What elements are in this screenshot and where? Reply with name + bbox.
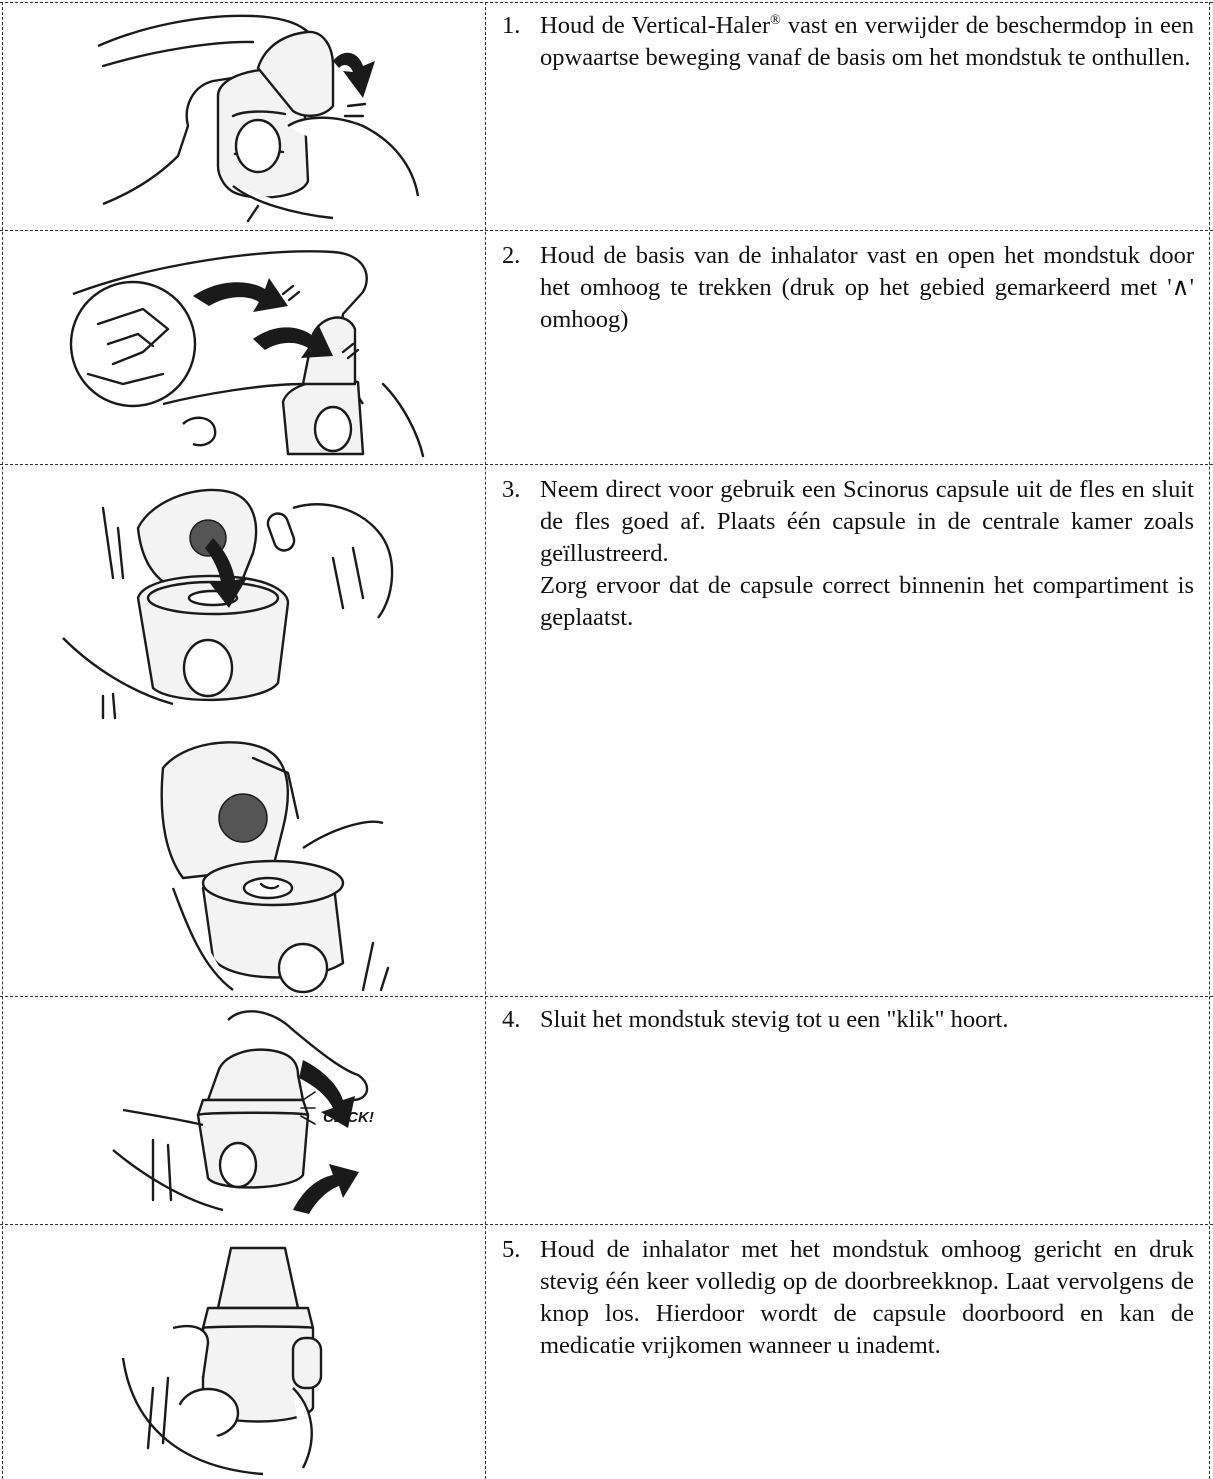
remove-cap-illustration (2, 6, 484, 228)
step-4: 4. Sluit het mondstuk stevig tot u een "… (502, 1004, 1194, 1036)
step-text: Houd de inhalator met het mondstuk omhoo… (540, 1234, 1194, 1362)
row-divider-3 (0, 996, 1213, 997)
step-1: 1. Houd de Vertical-Haler® vast en verwi… (502, 10, 1194, 74)
step-2: 2. Houd de basis van de inhalator vast e… (502, 240, 1194, 336)
column-divider (485, 2, 486, 1479)
step-text: Houd de basis van de inhalator vast en o… (540, 240, 1194, 336)
row-divider-1 (0, 230, 1213, 231)
press-button-illustration (2, 1228, 484, 1478)
step-text: Neem direct voor gebruik een Scinorus ca… (540, 474, 1194, 634)
step-number: 2. (502, 240, 540, 336)
step-number: 3. (502, 474, 540, 634)
click-label: CLICK! (323, 1109, 374, 1126)
table-border-top (0, 2, 1213, 3)
close-mouthpiece-illustration: CLICK! (2, 1000, 484, 1222)
insert-capsule-illustration (2, 468, 484, 724)
row-divider-4 (0, 1224, 1213, 1225)
step-3: 3. Neem direct voor gebruik een Scinorus… (502, 474, 1194, 634)
step-5: 5. Houd de inhalator met het mondstuk om… (502, 1234, 1194, 1362)
registered-mark: ® (770, 13, 781, 28)
step-text: Houd de Vertical-Haler® vast en verwijde… (540, 10, 1194, 74)
table-border-right (1209, 2, 1210, 1479)
step-text: Sluit het mondstuk stevig tot u een "kli… (540, 1004, 1194, 1036)
step-number: 4. (502, 1004, 540, 1036)
open-mouthpiece-illustration (2, 234, 484, 462)
row-divider-2 (0, 464, 1213, 465)
capsule-in-chamber-illustration (2, 728, 484, 994)
step-number: 5. (502, 1234, 540, 1362)
step-number: 1. (502, 10, 540, 74)
